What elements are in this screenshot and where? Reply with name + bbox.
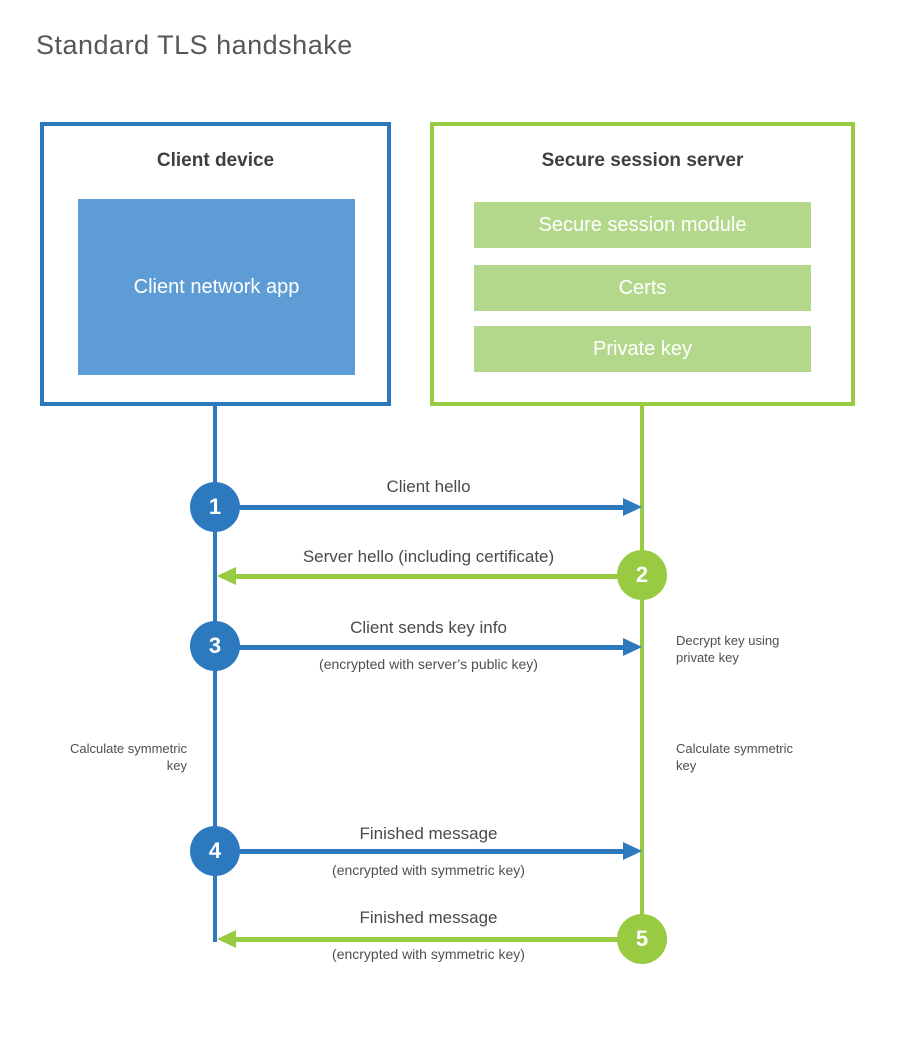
calculate-symmetric-key-note-client: Calculate symmetric key xyxy=(69,741,187,774)
step4-sublabel: (encrypted with symmetric key) xyxy=(332,862,525,878)
arrow-shaft xyxy=(233,574,642,579)
step5-number-badge: 5 xyxy=(617,914,667,964)
step2-arrow xyxy=(217,567,642,585)
step5-arrow xyxy=(217,930,642,948)
arrow-shaft xyxy=(218,505,626,510)
step1-arrow xyxy=(218,498,642,516)
step4-label: Finished message xyxy=(359,824,498,843)
step3-number-badge: 3 xyxy=(190,621,240,671)
step2-number-badge: 2 xyxy=(617,550,667,600)
step4-number-badge: 4 xyxy=(190,826,240,876)
secure-session-server-box: Secure session server Secure session mod… xyxy=(430,122,855,406)
arrowhead-right-icon xyxy=(623,498,642,516)
arrow-shaft xyxy=(218,645,626,650)
arrowhead-right-icon xyxy=(623,842,642,860)
step2-label: Server hello (including certificate) xyxy=(302,547,555,566)
page-title: Standard TLS handshake xyxy=(36,30,353,60)
step4-arrow xyxy=(218,842,642,860)
step5-sublabel: (encrypted with symmetric key) xyxy=(332,946,525,962)
client-lifeline xyxy=(213,406,217,942)
server-module-secure-session: Secure session module xyxy=(474,202,811,248)
client-network-app-box: Client network app xyxy=(78,199,355,375)
step3-label: Client sends key info xyxy=(350,618,507,637)
client-device-heading: Client device xyxy=(156,150,275,171)
arrowhead-left-icon xyxy=(217,567,236,585)
decrypt-key-note: Decrypt key using private key xyxy=(676,633,780,666)
calculate-symmetric-key-note-server: Calculate symmetric key xyxy=(676,741,794,774)
client-device-box: Client device Client network app xyxy=(40,122,391,406)
arrow-shaft xyxy=(233,937,642,942)
secure-session-server-heading: Secure session server xyxy=(541,150,744,171)
arrowhead-right-icon xyxy=(623,638,642,656)
step5-label: Finished message xyxy=(359,908,498,927)
server-lifeline xyxy=(640,406,644,942)
arrow-shaft xyxy=(218,849,626,854)
step3-arrow xyxy=(218,638,642,656)
server-module-certs: Certs xyxy=(474,265,811,311)
arrowhead-left-icon xyxy=(217,930,236,948)
step3-sublabel: (encrypted with server’s public key) xyxy=(319,656,538,672)
step1-number-badge: 1 xyxy=(190,482,240,532)
server-module-private-key: Private key xyxy=(474,326,811,372)
step1-label: Client hello xyxy=(386,477,471,496)
